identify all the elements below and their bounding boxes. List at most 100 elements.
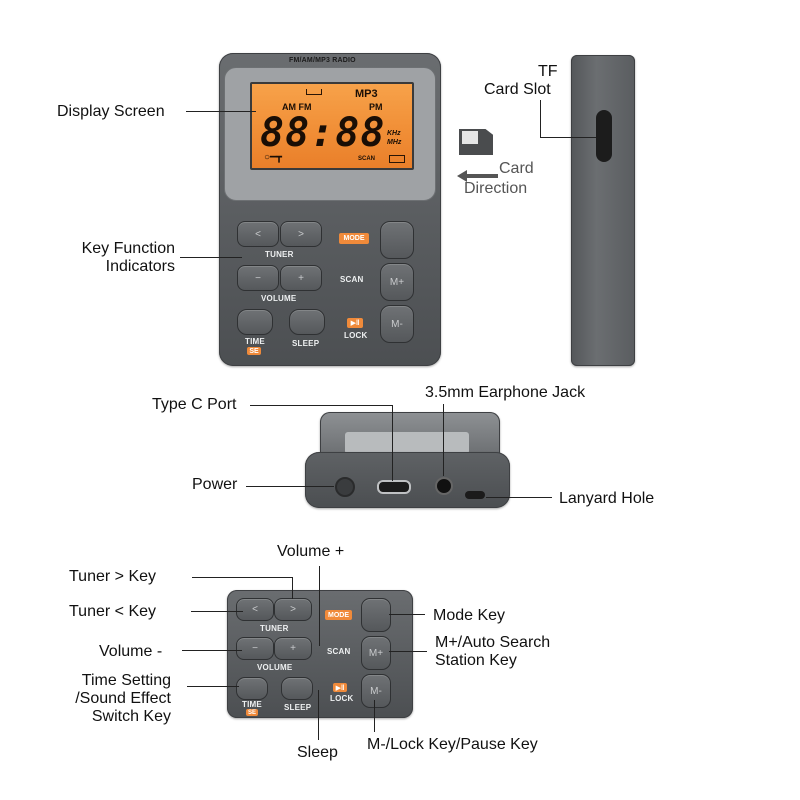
volume-label: VOLUME bbox=[261, 294, 297, 303]
mode-tag: MODE bbox=[339, 233, 369, 244]
tf-label-1: TF bbox=[538, 63, 558, 80]
mode-key-leader bbox=[389, 614, 425, 615]
sleep-text-label: Sleep bbox=[297, 744, 338, 761]
card-direction-label-2: Direction bbox=[464, 180, 528, 197]
closeup-time-label: TIME bbox=[242, 700, 262, 709]
top-screen-strip bbox=[345, 432, 469, 454]
display-screen-leader bbox=[186, 111, 256, 112]
key-lock-icon: ○━┳ bbox=[264, 152, 283, 163]
tf-card-slot bbox=[596, 110, 612, 162]
tuner-prev-key[interactable]: < bbox=[237, 221, 279, 247]
closeup-se-tag: SE bbox=[246, 709, 258, 716]
sleep-leader bbox=[318, 690, 319, 740]
closeup-lock-label: LOCK bbox=[330, 694, 354, 703]
sleep-key[interactable] bbox=[289, 309, 325, 335]
sleep-label: SLEEP bbox=[292, 339, 320, 348]
power-label: Power bbox=[192, 476, 238, 493]
type-c-label: Type C Port bbox=[152, 396, 237, 413]
closeup-play-tag: ▶‖ bbox=[333, 683, 347, 692]
tf-leader-h bbox=[540, 137, 596, 138]
battery-bed-icon bbox=[306, 89, 322, 95]
lock-label: LOCK bbox=[344, 331, 368, 340]
volume-plus-leader bbox=[319, 566, 320, 646]
closeup-volume-plus-key[interactable]: + bbox=[274, 637, 312, 660]
arrow-left-icon bbox=[462, 174, 498, 178]
type-c-port bbox=[377, 480, 411, 494]
closeup-tuner-label: TUNER bbox=[260, 624, 289, 633]
tuner-prev-leader bbox=[191, 611, 243, 612]
closeup-mode-key[interactable] bbox=[361, 598, 391, 632]
closeup-volume-minus-key[interactable]: − bbox=[236, 637, 274, 660]
earphone-label: 3.5mm Earphone Jack bbox=[425, 384, 586, 401]
tuner-prev-label: Tuner < Key bbox=[69, 603, 157, 620]
closeup-mplus-key[interactable]: M+ bbox=[361, 636, 391, 670]
lcd-mhz: MHz bbox=[387, 139, 402, 146]
mplus-label-1: M+/Auto Search bbox=[435, 634, 551, 651]
mminus-label: M-/Lock Key/Pause Key bbox=[367, 736, 538, 753]
radio-side-view bbox=[571, 55, 635, 366]
radio-front-view: FM/AM/MP3 RADIO MP3 AM FM PM 88:88 KHz M… bbox=[219, 53, 441, 366]
lcd-digits: 88:88 bbox=[260, 110, 386, 156]
lcd-am-fm: AM FM bbox=[282, 102, 312, 112]
power-leader bbox=[246, 486, 334, 487]
play-pause-tag: ▶‖ bbox=[347, 318, 363, 328]
closeup-volume-label: VOLUME bbox=[257, 663, 293, 672]
time-leader bbox=[187, 686, 239, 687]
tuner-next-key[interactable]: > bbox=[280, 221, 322, 247]
closeup-sleep-key[interactable] bbox=[281, 677, 313, 700]
lcd-scan: SCAN bbox=[358, 156, 376, 162]
lcd-pm: PM bbox=[369, 102, 383, 112]
key-function-label-1: Key Function bbox=[81, 240, 175, 257]
time-label-1: Time Setting bbox=[81, 672, 171, 689]
battery-icon bbox=[389, 155, 405, 163]
card-direction-label-1: Card bbox=[499, 160, 534, 177]
closeup-mode-tag: MODE bbox=[325, 610, 352, 620]
type-c-leader-v bbox=[392, 405, 393, 481]
closeup-tuner-next-key[interactable]: > bbox=[274, 598, 312, 621]
tuner-next-label: Tuner > Key bbox=[69, 568, 157, 585]
scan-label: SCAN bbox=[340, 275, 364, 284]
mplus-label-2: Station Key bbox=[435, 652, 517, 669]
sd-card-notch bbox=[462, 131, 478, 144]
mode-key[interactable] bbox=[380, 221, 414, 259]
lanyard-label: Lanyard Hole bbox=[559, 490, 655, 507]
device-header-text: FM/AM/MP3 RADIO bbox=[289, 57, 356, 64]
key-function-leader bbox=[180, 257, 242, 258]
closeup-scan-label: SCAN bbox=[327, 647, 351, 656]
tuner-label: TUNER bbox=[265, 250, 294, 259]
lcd-mp3: MP3 bbox=[355, 88, 378, 100]
key-function-label-2: Indicators bbox=[105, 258, 175, 275]
mplus-key[interactable]: M+ bbox=[380, 263, 414, 301]
earphone-jack bbox=[435, 477, 453, 495]
closeup-mminus-key[interactable]: M- bbox=[361, 674, 391, 708]
tuner-next-leader-h bbox=[192, 577, 292, 578]
closeup-tuner-prev-key[interactable]: < bbox=[236, 598, 274, 621]
lanyard-hole bbox=[465, 491, 485, 499]
mode-key-label: Mode Key bbox=[433, 607, 506, 624]
tuner-next-leader-v bbox=[292, 577, 293, 599]
mminus-key[interactable]: M- bbox=[380, 305, 414, 343]
arrow-left-head bbox=[457, 170, 467, 182]
closeup-sleep-label: SLEEP bbox=[284, 703, 312, 712]
mminus-leader bbox=[374, 700, 375, 732]
volume-minus-label: Volume - bbox=[99, 643, 163, 660]
time-label: TIME bbox=[245, 337, 265, 346]
volume-minus-leader bbox=[182, 650, 242, 651]
type-c-leader-h bbox=[250, 405, 392, 406]
power-switch[interactable] bbox=[335, 477, 355, 497]
display-screen-label: Display Screen bbox=[57, 103, 165, 120]
lanyard-leader bbox=[486, 497, 552, 498]
closeup-time-key[interactable] bbox=[236, 677, 268, 700]
lcd-khz: KHz bbox=[387, 130, 401, 137]
time-label-3: Switch Key bbox=[91, 708, 171, 725]
volume-minus-key[interactable]: − bbox=[237, 265, 279, 291]
display-screen: MP3 AM FM PM 88:88 KHz MHz ○━┳ SCAN bbox=[250, 82, 414, 170]
tf-leader-v bbox=[540, 100, 541, 138]
time-key[interactable] bbox=[237, 309, 273, 335]
earphone-leader bbox=[443, 404, 444, 476]
time-label-2: /Sound Effect bbox=[75, 690, 171, 707]
volume-plus-key[interactable]: + bbox=[280, 265, 322, 291]
volume-plus-label: Volume + bbox=[277, 543, 345, 560]
tf-label-2: Card Slot bbox=[484, 81, 551, 98]
se-tag: SE bbox=[247, 347, 261, 355]
